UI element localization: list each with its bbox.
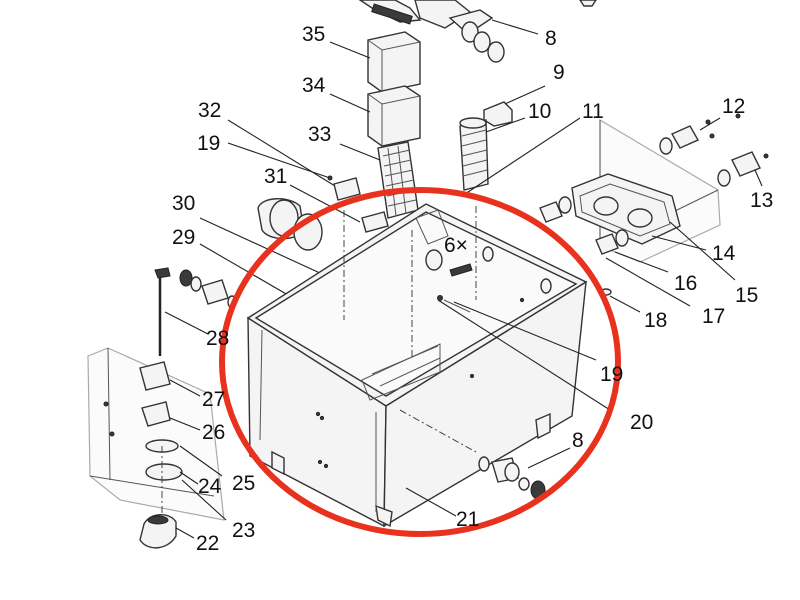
main-filter-box-21: [246, 203, 611, 528]
valve-16-17: [539, 196, 691, 307]
label-19-right: 19: [600, 363, 623, 386]
highlight-ellipse: [219, 187, 621, 537]
label-23: 23: [232, 519, 255, 542]
label-13: 13: [750, 189, 773, 212]
leader-11: [461, 117, 581, 197]
filter-sponge-35: [329, 31, 421, 93]
label-6x: 6×: [444, 234, 468, 257]
label-10: 10: [528, 100, 551, 123]
label-17: 17: [702, 305, 725, 328]
drain-elbow-22: [139, 514, 195, 549]
connector-28: [179, 269, 237, 309]
label-8-top: 8: [545, 27, 557, 50]
filter-sponge-34: [329, 85, 421, 147]
label-16: 16: [674, 272, 697, 295]
label-19-left: 19: [197, 132, 220, 155]
connector-8: [478, 447, 571, 500]
brackets-27-26: [103, 361, 201, 437]
rod-28: [154, 267, 209, 356]
label-12: 12: [722, 95, 745, 118]
label-32: 32: [198, 99, 221, 122]
label-33: 33: [308, 123, 331, 146]
lid-plate-14: [571, 173, 736, 281]
leader-18: [600, 288, 641, 313]
connector-12: [659, 113, 741, 155]
label-28: 28: [206, 327, 229, 350]
part-labels: 8 35 34 9 10 11 12 32 33 19 31 13 30 6× …: [172, 23, 773, 555]
label-15: 15: [735, 284, 758, 307]
label-31: 31: [264, 165, 287, 188]
label-9: 9: [553, 61, 565, 84]
label-18: 18: [644, 309, 667, 332]
label-30: 30: [172, 192, 195, 215]
label-22: 22: [196, 532, 219, 555]
label-25: 25: [232, 472, 255, 495]
label-14: 14: [712, 242, 736, 265]
label-8-bottom: 8: [572, 429, 584, 452]
label-34: 34: [302, 74, 326, 97]
label-27: 27: [202, 388, 225, 411]
filter-tube-10: [459, 117, 526, 191]
top-fitting-assembly: [358, 0, 597, 63]
drain-25-24-23: [145, 439, 227, 521]
label-20: 20: [630, 411, 653, 434]
label-11: 11: [582, 100, 604, 123]
connector-13: [717, 151, 769, 187]
label-21: 21: [456, 508, 479, 531]
label-29: 29: [172, 226, 195, 249]
label-26: 26: [202, 421, 225, 444]
label-35: 35: [302, 23, 325, 46]
label-24: 24: [198, 475, 222, 498]
